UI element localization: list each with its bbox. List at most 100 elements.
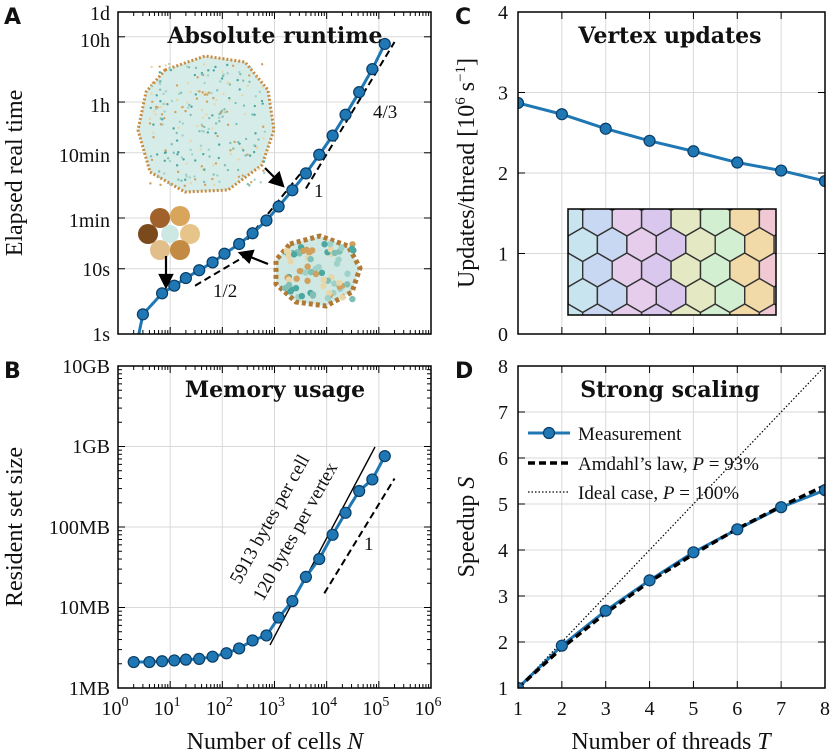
- legend-ideal-label: Ideal case, P = 100%: [578, 483, 739, 504]
- tissue-dot: [237, 158, 240, 161]
- panel-b-series: [127, 449, 391, 669]
- c-y-unit-mid: s: [454, 82, 480, 97]
- tissue-dot: [259, 181, 263, 184]
- tissue-dot: [163, 110, 166, 113]
- tissue-dot: [180, 156, 184, 159]
- tissue-dot: [203, 183, 207, 187]
- tissue-dot: [246, 84, 250, 87]
- tissue-dot: [233, 140, 236, 144]
- tissue-dot: [199, 144, 203, 148]
- runtime-marker: [136, 308, 149, 321]
- tissue-cell: [324, 294, 332, 302]
- tissue-dot: [155, 94, 158, 97]
- tissue-cell: [302, 269, 309, 276]
- hex-cell: [773, 285, 776, 306]
- c-y-unit-exp2: −1: [453, 66, 469, 82]
- tissue-dot: [210, 91, 213, 95]
- tissue-dot: [211, 127, 214, 130]
- tissue-dot: [183, 184, 186, 188]
- tissue-dot: [223, 108, 226, 111]
- ideal-pre: Ideal case,: [578, 483, 658, 504]
- panel-b-slope-1: 1: [364, 534, 374, 555]
- tissue-dot: [236, 140, 240, 144]
- tissue-cell: [348, 245, 356, 252]
- tissue-dot: [208, 116, 211, 120]
- tissue-dot: [244, 137, 248, 141]
- tissue-dot: [185, 162, 189, 165]
- tissue-dot: [234, 101, 237, 105]
- x-tick-label: 8: [820, 698, 830, 720]
- panel-label-a: A: [4, 5, 21, 30]
- tissue-dot: [206, 131, 210, 134]
- tissue-cell: [309, 292, 317, 299]
- tissue-dot: [184, 173, 188, 176]
- tissue-dot: [236, 168, 240, 172]
- hex-cell: [539, 177, 568, 211]
- panel-a-title: Absolute runtime: [166, 23, 382, 49]
- updates-line: [518, 101, 825, 183]
- tissue-dot: [151, 81, 155, 85]
- hex-cell: [696, 209, 705, 212]
- tissue-dot: [179, 91, 183, 95]
- updates-marker: [687, 145, 700, 158]
- tissue-dot: [181, 134, 184, 137]
- tissue-dot: [151, 100, 154, 103]
- hex-cell: [725, 209, 734, 212]
- x-tick-label: 104: [310, 695, 337, 720]
- panel-a-slope-1-2: 1/2: [213, 281, 237, 302]
- tissue-dot: [200, 165, 203, 168]
- reference-line: [305, 41, 396, 190]
- tissue-dot: [177, 150, 180, 154]
- tissue-dot: [159, 105, 162, 109]
- tissue-dot: [260, 99, 264, 103]
- reference-line: [323, 478, 396, 594]
- amdahl-pre: Amdahl’s law,: [578, 454, 688, 475]
- tissue-cell: [308, 247, 316, 254]
- x-tick-label: 2: [557, 698, 567, 720]
- y-tick-label: 4: [498, 540, 508, 562]
- amdahl-val: = 93%: [709, 454, 759, 475]
- tissue-dot: [203, 81, 206, 85]
- panel-d-grid: [518, 366, 825, 688]
- tissue-dot: [253, 113, 256, 116]
- tick-10mb: 10MB: [59, 597, 110, 619]
- x-tick-exp: 3: [278, 695, 285, 710]
- tissue-dot: [189, 182, 193, 185]
- memory-marker: [260, 629, 273, 642]
- runtime-marker: [272, 200, 285, 213]
- updates-marker: [731, 156, 744, 169]
- tissue-cell: [344, 270, 351, 277]
- tissue-dot: [194, 66, 198, 70]
- tissue-dot: [158, 80, 161, 83]
- memory-marker: [220, 647, 233, 660]
- tissue-dot: [229, 141, 232, 145]
- panel-a-tissue-small-image: [273, 233, 363, 309]
- hex-cell: [773, 234, 776, 255]
- measurement-marker: [687, 546, 700, 559]
- tissue-dot: [226, 81, 229, 85]
- tissue-dot: [170, 99, 174, 103]
- x-tick-label: 105: [362, 695, 389, 720]
- d-x-label-text: Number of threads: [571, 729, 751, 755]
- tissue-dot: [152, 131, 155, 134]
- tissue-dot: [148, 122, 152, 125]
- tissue-dot: [241, 174, 245, 177]
- memory-marker: [366, 473, 379, 486]
- tissue-dot: [212, 96, 215, 100]
- hex-cell: [789, 304, 819, 338]
- panel-label-d: D: [455, 359, 473, 384]
- memory-marker: [286, 595, 299, 608]
- tissue-dot: [249, 66, 252, 69]
- x-tick-label: 103: [258, 695, 285, 720]
- panel-b-reference-lines: [269, 446, 396, 646]
- hex-cell: [789, 253, 819, 287]
- tissue-dot: [198, 129, 201, 133]
- panel-label-c: C: [455, 5, 471, 30]
- tissue-dot: [215, 98, 218, 102]
- memory-marker: [272, 611, 285, 624]
- tissue-dot: [190, 153, 194, 156]
- panel-d-y-label: Speedup S: [454, 477, 480, 578]
- y-tick-label: 3: [498, 586, 508, 608]
- panel-a-seven-cell-image: [138, 206, 200, 260]
- tissue-dot: [154, 113, 157, 116]
